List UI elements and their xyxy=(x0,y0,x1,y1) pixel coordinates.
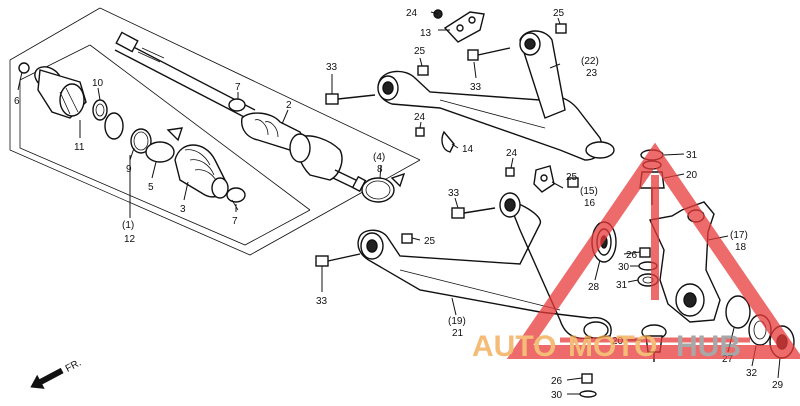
callout-17: (17) xyxy=(730,230,748,241)
callout-12: 12 xyxy=(124,234,136,245)
callout-30: 30 xyxy=(618,262,630,273)
callout-11: 11 xyxy=(74,142,85,153)
callout-31: 31 xyxy=(686,150,698,161)
bottom-nut-washer xyxy=(579,373,597,398)
callout-24: 24 xyxy=(506,148,518,159)
front-arrow-icon xyxy=(30,367,64,389)
callout-1: (1) xyxy=(122,220,134,231)
clamp-band xyxy=(145,127,184,163)
callout-24: 24 xyxy=(406,8,418,19)
inner-joint xyxy=(241,112,367,193)
callout-4: (4) xyxy=(373,152,385,163)
callout-30: 30 xyxy=(551,390,563,401)
callout-33: 33 xyxy=(448,188,460,199)
small-clamps xyxy=(226,98,246,211)
callout-18: 18 xyxy=(735,242,747,253)
callout-20: 20 xyxy=(686,170,698,181)
upper-control-arm xyxy=(377,30,615,161)
callout-6: 6 xyxy=(14,96,20,107)
callout-26: 26 xyxy=(626,250,638,261)
bracket-13 xyxy=(433,9,485,43)
watermark-hub: HUB xyxy=(676,330,741,363)
callout-28: 28 xyxy=(588,282,600,293)
callout-5: 5 xyxy=(148,182,154,193)
callout-25: 25 xyxy=(553,8,565,19)
callout-25: 25 xyxy=(424,236,436,247)
callout-25: 25 xyxy=(414,46,426,57)
callout-21: 21 xyxy=(452,328,464,339)
boot-band xyxy=(361,172,406,203)
callout-26: 26 xyxy=(551,376,563,387)
callout-labels: 24 13 25 (22) 23 25 33 33 6 10 7 2 11 9 … xyxy=(14,8,784,401)
callout-33: 33 xyxy=(326,62,338,73)
warning-triangle-icon xyxy=(506,142,800,359)
callout-27: 27 xyxy=(722,354,734,365)
callout-10: 10 xyxy=(92,78,104,89)
small-fasteners xyxy=(415,127,555,193)
steering-knuckle xyxy=(648,201,721,323)
callout-14: 14 xyxy=(462,144,474,155)
callout-16: 16 xyxy=(584,198,596,209)
callout-33: 33 xyxy=(470,82,482,93)
callout-13: 13 xyxy=(420,28,432,39)
front-direction-marker: FR. xyxy=(30,358,83,389)
callout-8: 8 xyxy=(377,164,383,175)
callout-9: 9 xyxy=(126,164,132,175)
bolts-33 xyxy=(315,47,511,267)
callout-24: 24 xyxy=(414,112,426,123)
callout-19: (19) xyxy=(448,316,466,327)
joint-rings xyxy=(92,99,152,154)
leader-lines xyxy=(17,11,781,395)
callout-7: 7 xyxy=(235,82,241,93)
watermark-moto: MOTO xyxy=(568,330,657,363)
driveshaft-group-frame xyxy=(9,7,421,256)
callout-2: 2 xyxy=(286,100,292,111)
callout-15: (15) xyxy=(580,186,598,197)
callout-31: 31 xyxy=(616,280,628,291)
callout-29: 29 xyxy=(772,380,784,391)
callout-3: 3 xyxy=(180,204,186,215)
callout-32: 32 xyxy=(746,368,758,379)
callout-25: 25 xyxy=(566,172,578,183)
watermark-auto: AUTO xyxy=(472,330,556,363)
nuts-25 xyxy=(401,23,579,244)
callout-22: (22) xyxy=(581,56,599,67)
outer-joint-housing xyxy=(18,62,87,119)
watermark-logo: AUTO MOTO HUB xyxy=(472,142,800,363)
callout-23: 23 xyxy=(586,68,598,79)
drive-shaft xyxy=(114,31,256,121)
callout-33: 33 xyxy=(316,296,328,307)
front-label: FR. xyxy=(64,358,83,375)
boot-large xyxy=(174,144,229,199)
callout-7: 7 xyxy=(232,216,238,227)
